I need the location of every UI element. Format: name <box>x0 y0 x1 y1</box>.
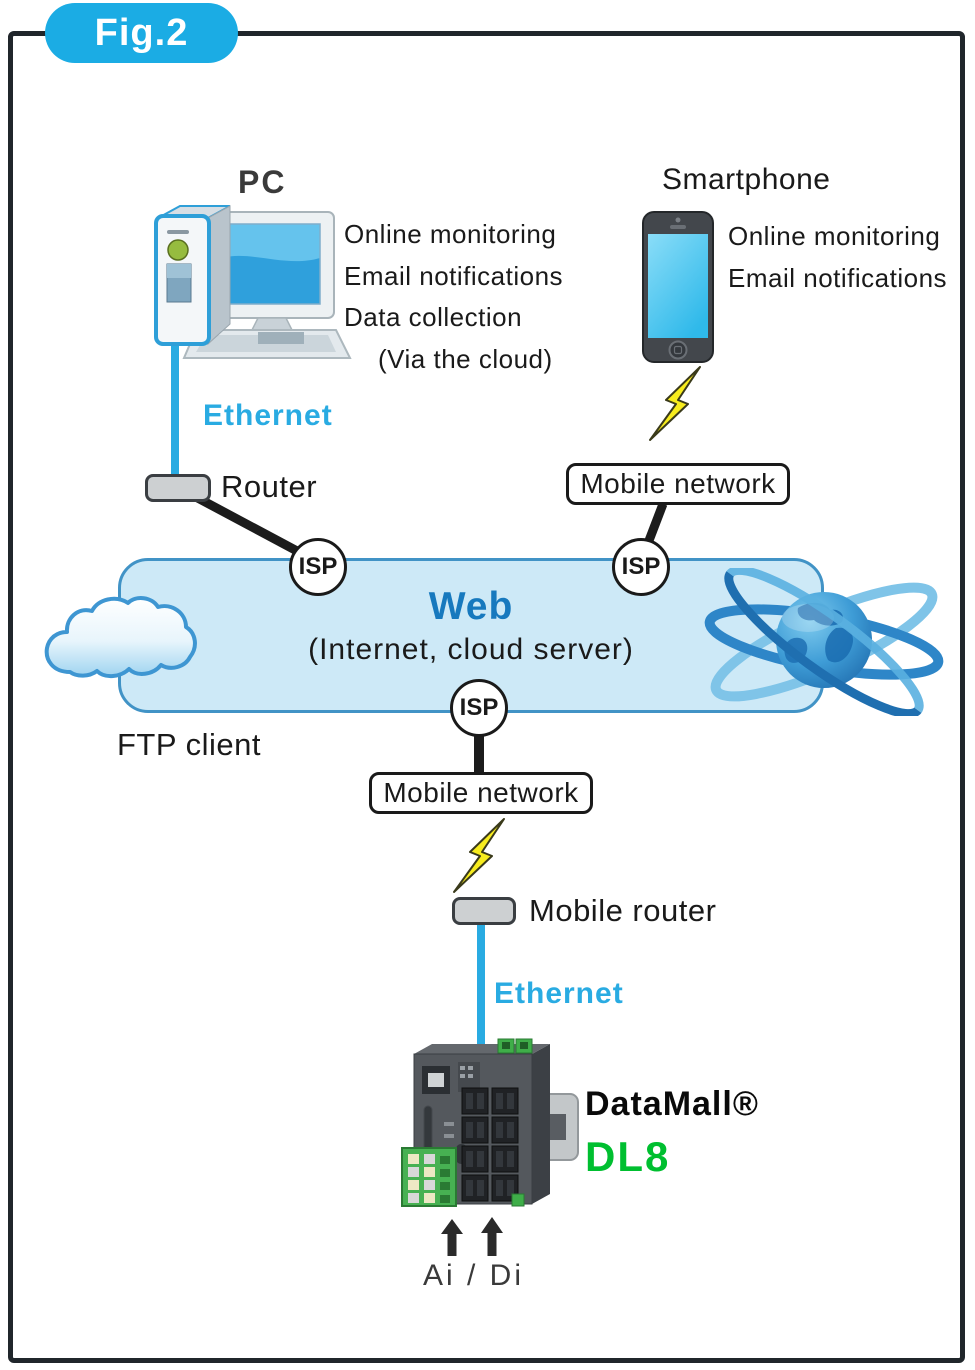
cloud-icon <box>44 596 197 678</box>
globe-icon <box>704 568 944 716</box>
router-icon <box>145 474 211 502</box>
isp-node: ISP <box>612 538 670 596</box>
isp-label: ISP <box>621 553 661 580</box>
isp-label: ISP <box>298 553 338 580</box>
smartphone-feature: Online monitoring <box>728 221 941 251</box>
isp-label: ISP <box>459 694 499 721</box>
mobile-router-icon <box>452 897 516 925</box>
pc-feature: Online monitoring <box>344 219 557 249</box>
lightning-icon <box>453 818 505 893</box>
mobile-router-label: Mobile router <box>529 893 717 928</box>
io-label: Ai / Di <box>423 1259 525 1292</box>
ftp-client-label: FTP client <box>117 727 261 762</box>
isp-node: ISP <box>450 679 508 737</box>
pc-icon <box>154 205 352 359</box>
dl8-device-icon <box>401 1038 579 1207</box>
figure-label: Fig.2 <box>94 11 189 54</box>
web-subtitle: (Internet, cloud server) <box>308 633 634 666</box>
ethernet-label-dl8: Ethernet <box>494 977 624 1010</box>
pc-feature: Email notifications <box>344 260 564 291</box>
pc-title: PC <box>238 164 287 200</box>
pc-feature-list: Online monitoring Email notifications Da… <box>344 214 563 380</box>
ethernet-label-pc: Ethernet <box>203 399 333 432</box>
mobile-network-box-smartphone: Mobile network <box>566 463 790 505</box>
smartphone-icon <box>642 211 714 363</box>
web-title: Web <box>428 585 514 628</box>
lightning-icon <box>649 366 701 441</box>
mobile-network-label: Mobile network <box>580 468 776 499</box>
smartphone-feature-list: Online monitoring Email notifications <box>728 216 947 299</box>
figure-badge: Fig.2 <box>45 3 238 63</box>
pc-feature: Data collection <box>344 302 523 332</box>
mobile-network-box-dl8: Mobile network <box>369 772 593 814</box>
device-model: DL8 <box>585 1133 671 1180</box>
router-label: Router <box>221 469 318 504</box>
arrow-up-icon <box>441 1219 463 1256</box>
device-brand: DataMall® <box>585 1085 759 1123</box>
isp-node: ISP <box>289 538 347 596</box>
figure-border <box>8 31 965 1363</box>
arrow-up-icon <box>481 1217 503 1256</box>
smartphone-feature: Email notifications <box>728 262 948 293</box>
smartphone-title: Smartphone <box>662 163 831 196</box>
pc-feature: (Via the cloud) <box>378 343 553 374</box>
mobile-network-label: Mobile network <box>383 777 579 808</box>
